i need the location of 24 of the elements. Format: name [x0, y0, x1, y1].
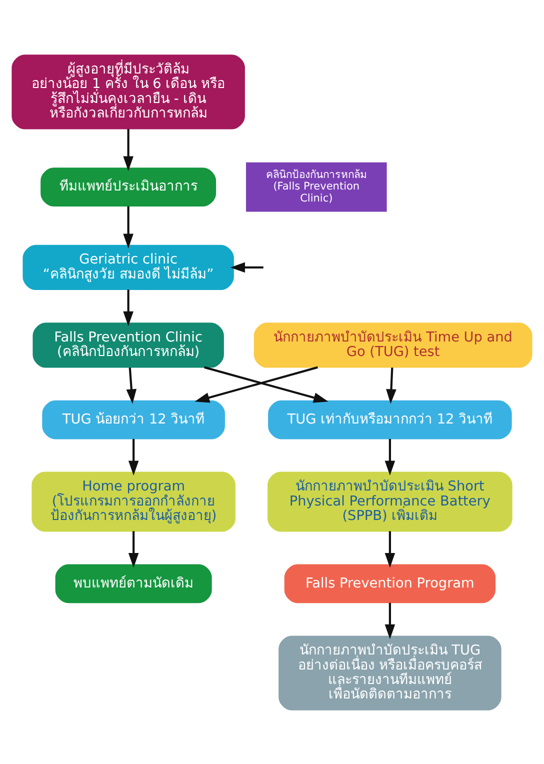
label: คลินิกป้องกันการหกล้ม (Falls Prevention Clinic) — [266, 168, 367, 204]
node-box: ผู้สูงอายุที่มีประวัติล้ม อย่างน้อย 1 ครั้ง ใน 6 เดือน หรือ รู้สึกไม่มั่นคงเวลายืน - เดิน หรือกังวลเกี่ยวกับการหกล้ม — [12, 54, 245, 129]
node-box: นักกายภาพบำบัดประเมิน Short Physical Performance Battery (SPPB) เพิ่มเติม — [268, 471, 512, 532]
arrow — [123, 206, 134, 248]
arrow — [126, 367, 137, 404]
node-box: TUG น้อยกว่า 12 วินาที — [42, 400, 225, 439]
node-box: TUG เท่ากับหรือมากกว่า 12 วินาที — [268, 400, 512, 439]
arrow — [384, 530, 396, 568]
node-box: นักกายภาพบำบัดประเมิน TUG อย่างต่อเนื่อง หรือเมื่อครบคอร์ส และรายงานทีมแพทย์ เพื่อนัดติดตามอาการ — [278, 635, 502, 710]
arrow — [384, 438, 396, 475]
node-box: Geriatric clinic “คลินิกสูงวัย สมองดี ไม่มีล้ม” — [22, 244, 234, 290]
node-box: Home program (โปรแกรมการออกกำลังกาย ป้องกันการหกล้มในผู้สูงอายุ) — [32, 471, 236, 532]
arrow — [384, 602, 396, 639]
node-box: ทีมแพทย์ประเมินอาการ — [40, 167, 216, 206]
node-box: Falls Prevention Clinic (คลินิกป้องกันการหกล้ม) — [32, 322, 224, 368]
arrow — [230, 262, 264, 272]
arrow — [123, 289, 134, 326]
node-box: Falls Prevention Program — [284, 564, 496, 603]
arrow — [123, 128, 134, 170]
arrow — [386, 367, 396, 404]
arrow — [128, 438, 139, 475]
node-box: พบแพทย์ตามนัดเดิม — [55, 564, 212, 603]
node-box: นักกายภาพบำบัดประเมิน Time Up and Go (TUG) test — [254, 322, 532, 368]
arrow — [128, 530, 139, 568]
